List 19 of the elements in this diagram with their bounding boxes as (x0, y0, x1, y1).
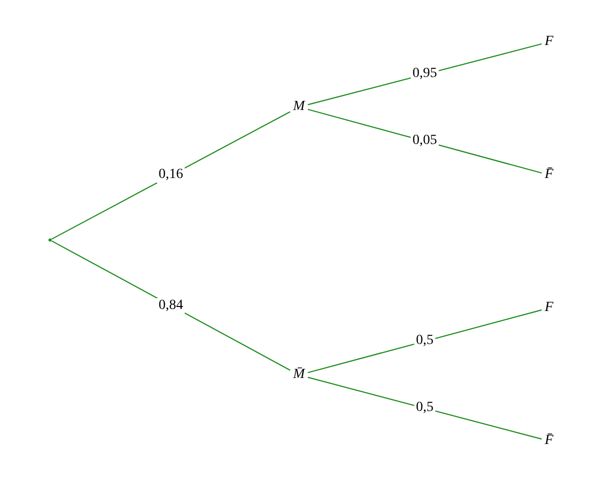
probability-label: 0,84 (156, 298, 186, 314)
outcome-label: F̄ (542, 166, 556, 184)
branch-line (51, 240, 290, 371)
probability-label: 0,16 (156, 167, 186, 184)
outcome-label: F (542, 33, 556, 51)
outcome-label: M̄ (290, 366, 308, 384)
outcome-label: M (290, 98, 308, 116)
branch-line (308, 43, 542, 106)
branch-line (51, 111, 290, 240)
probability-label: 0,05 (410, 133, 440, 150)
outcome-label: F (542, 299, 556, 317)
branch-line (308, 376, 542, 440)
outcome-label: F̄ (542, 432, 556, 450)
probability-label: 0,5 (414, 333, 436, 350)
root-point (48, 238, 52, 242)
probability-label: 0,5 (414, 400, 436, 416)
branch-line (308, 108, 542, 174)
probability-label: 0,95 (410, 66, 440, 82)
branch-line (308, 309, 542, 374)
